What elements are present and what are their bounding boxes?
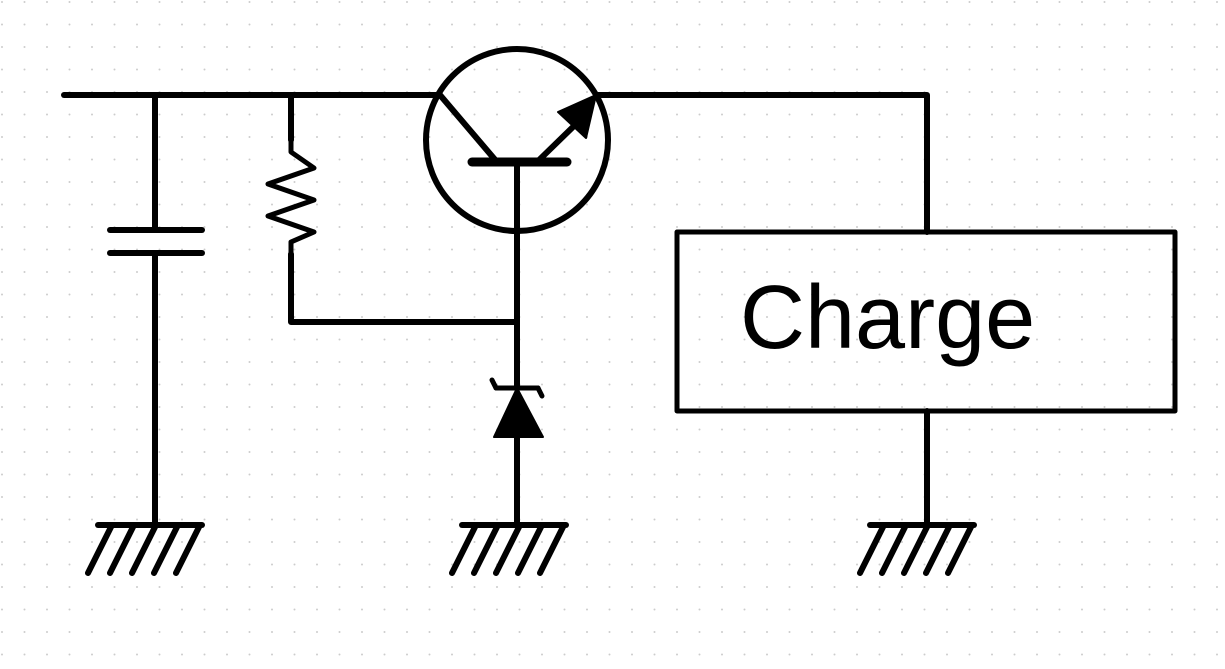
resistor-icon: [265, 137, 317, 257]
resistor-bottom-wire: [288, 251, 520, 325]
transistor-emitter-lead: [534, 122, 578, 165]
transistor-emitter-arrow: [557, 94, 597, 139]
ground-icon: [857, 522, 977, 576]
load-label: Charge: [740, 268, 1035, 368]
transistor-collector-lead: [437, 92, 500, 165]
emitter-wire: [593, 92, 930, 235]
load-box: Charge: [674, 229, 1178, 414]
ground-icon: [85, 522, 205, 576]
capacitor-branch: [107, 92, 205, 528]
ground-icon: [449, 522, 569, 576]
resistor-branch: [265, 92, 520, 325]
